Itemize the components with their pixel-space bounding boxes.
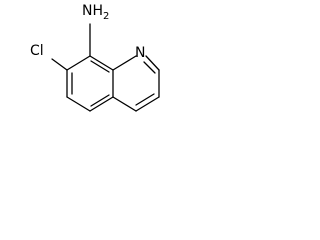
bond-n1-c2-inner (143, 61, 156, 74)
quinoline-structure: NH2 Cl N (30, 3, 160, 112)
bond-c3-c4-inner (135, 93, 155, 106)
amine-label: NH2 (82, 3, 109, 22)
structure-diagram: NH2 Cl N (0, 0, 192, 134)
bond-c3-c4 (135, 96, 160, 112)
chloro-label: Cl (30, 43, 44, 59)
bond-c8a-n1 (112, 55, 137, 71)
bond-c5-c6 (66, 96, 91, 112)
bond-n1-c2 (145, 55, 160, 71)
bond-c4a-c5 (89, 96, 114, 112)
bond-c4a-c5-inner (90, 94, 110, 107)
bond-c7-cl (51, 58, 68, 71)
bond-c4-c4a (112, 96, 137, 112)
bond-c8-c8a-inner (90, 60, 110, 73)
bond-c8-c8a (89, 55, 114, 71)
bond-c7-c8 (66, 55, 91, 71)
ring-nitrogen-label: N (135, 45, 145, 61)
